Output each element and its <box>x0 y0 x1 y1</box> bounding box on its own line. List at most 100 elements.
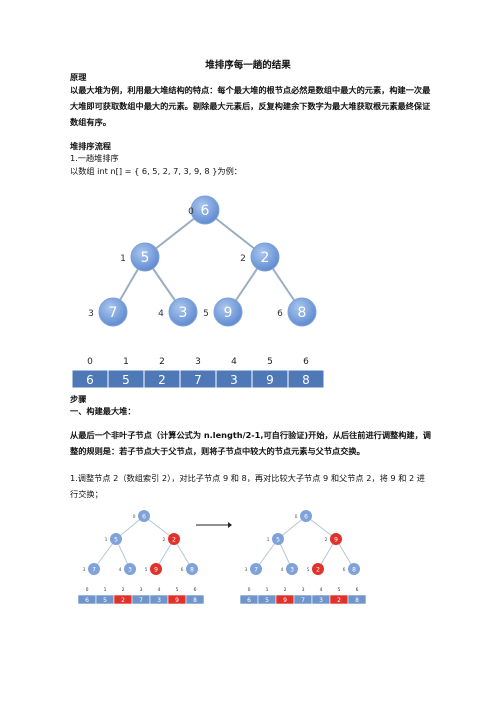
array-cell-value: 7 <box>301 597 305 604</box>
array-index: 3 <box>140 587 143 593</box>
heap-node-index: 6 <box>343 567 346 573</box>
array-cell-value: 8 <box>193 597 197 604</box>
heap-node-value: 2 <box>316 567 320 574</box>
adjust-node-description: 1.调整节点 2（数组索引 2），对比子节点 9 和 8，再对比较大子节点 9 … <box>70 473 425 499</box>
heap-node <box>250 242 280 272</box>
heap-node-index: 0 <box>188 207 194 217</box>
array-cell-value: 5 <box>122 373 130 387</box>
heap-node-index: 5 <box>203 309 209 319</box>
heap-node <box>186 563 198 575</box>
step-one-heading: 一、构建最大堆： <box>70 406 136 416</box>
heap-node-value: 9 <box>334 537 338 544</box>
heap-node-value: 9 <box>224 305 233 321</box>
heap-node-index: 2 <box>163 537 166 543</box>
heap-node-index: 4 <box>158 309 164 319</box>
array-index: 5 <box>176 587 179 593</box>
array-index: 4 <box>231 357 237 367</box>
heap-node-index: 3 <box>245 567 248 573</box>
heap-node <box>272 533 284 545</box>
heap-node <box>287 297 317 327</box>
array-index: 0 <box>87 357 93 367</box>
heap-node-value: 7 <box>92 567 96 574</box>
heap-node <box>168 533 180 545</box>
array-index: 3 <box>302 587 305 593</box>
array-cell-value: 3 <box>319 597 323 604</box>
array-cell-value: 2 <box>337 597 341 604</box>
heap-node <box>330 533 342 545</box>
heap-node <box>98 297 128 327</box>
heap-node-index: 4 <box>281 567 284 573</box>
tree-edge <box>143 515 175 540</box>
heap-node-index: 0 <box>133 514 136 520</box>
heap-node-index: 3 <box>83 567 86 573</box>
array-cell-value: 5 <box>265 597 269 604</box>
heap-node-value: 8 <box>190 567 194 574</box>
array-cell-value: 3 <box>230 373 238 387</box>
array-index: 2 <box>122 587 125 593</box>
section-steps-heading: 步骤 <box>70 394 87 404</box>
heap-node-value: 9 <box>154 567 158 574</box>
array-cell-value: 9 <box>175 597 179 604</box>
array-cell-value: 7 <box>139 597 143 604</box>
heap-node-index: 6 <box>181 567 184 573</box>
array-index: 5 <box>267 357 273 367</box>
array-index: 1 <box>266 587 269 593</box>
heap-node <box>190 195 220 225</box>
array-cell-value: 6 <box>247 597 251 604</box>
heap-node-index: 2 <box>325 537 328 543</box>
array-index: 6 <box>356 587 359 593</box>
document-title: 堆排序每一趟的结果 <box>205 60 291 71</box>
array-index: 6 <box>303 357 309 367</box>
heap-node-value: 6 <box>142 514 146 521</box>
heap-node <box>300 510 312 522</box>
heap-node-value: 7 <box>254 567 258 574</box>
array-cell-value: 8 <box>302 373 310 387</box>
array-cell-value: 2 <box>121 597 125 604</box>
heap-node-index: 1 <box>105 537 108 543</box>
heap-node <box>348 563 360 575</box>
tree-edge <box>115 515 145 540</box>
heap-node-value: 2 <box>261 250 270 266</box>
heap-node <box>213 297 243 327</box>
heap-node-index: 1 <box>267 537 270 543</box>
heap-node <box>124 563 136 575</box>
heap-node <box>250 563 262 575</box>
heap-node <box>88 563 100 575</box>
array-index: 4 <box>158 587 161 593</box>
heap-node <box>110 533 122 545</box>
heap-node-value: 3 <box>290 567 294 574</box>
heap-node-value: 6 <box>201 203 210 219</box>
heap-node-value: 3 <box>128 567 132 574</box>
array-index: 4 <box>320 587 323 593</box>
array-index: 1 <box>104 587 107 593</box>
heap-node-value: 5 <box>276 537 280 544</box>
array-cell-value: 6 <box>86 373 94 387</box>
array-index: 2 <box>159 357 165 367</box>
heap-node-index: 1 <box>120 254 126 264</box>
step-one-description: 从最后一个非叶子节点（计算公式为 n.length/2-1,可自行验证)开始，从… <box>70 430 431 456</box>
heap-node-index: 6 <box>277 309 283 319</box>
section-principle-heading: 原理 <box>70 72 87 82</box>
flow-example: 以数组 int n[] = { 6, 5, 2, 7, 3, 9, 8 }为例： <box>70 166 242 176</box>
heap-node-index: 2 <box>240 254 246 264</box>
array-cell <box>347 594 367 605</box>
tree-edge <box>305 515 337 540</box>
array-index: 3 <box>195 357 201 367</box>
heap-node <box>138 510 150 522</box>
array-cell-value: 7 <box>194 373 202 387</box>
heap-node-index: 4 <box>119 567 122 573</box>
array-cell-value: 9 <box>266 373 274 387</box>
heap-node-value: 7 <box>109 305 118 321</box>
section-flow-heading: 堆排序流程 <box>70 141 111 151</box>
array-index: 2 <box>284 587 287 593</box>
heap-node-value: 3 <box>179 305 188 321</box>
array-cell <box>287 369 325 389</box>
array-cell-value: 9 <box>283 597 287 604</box>
array-cell-value: 8 <box>355 597 359 604</box>
array-cell-value: 3 <box>157 597 161 604</box>
array-cell-value: 2 <box>158 373 166 387</box>
array-index: 5 <box>338 587 341 593</box>
tree-edge <box>255 538 279 570</box>
